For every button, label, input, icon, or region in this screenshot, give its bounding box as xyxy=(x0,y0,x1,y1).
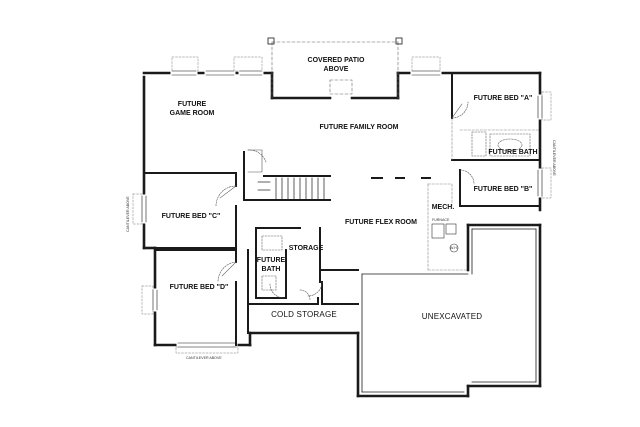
mech-label: MECH. xyxy=(431,204,455,211)
game-room-line-2: GAME ROOM xyxy=(169,110,215,117)
cold-storage-label: COLD STORAGE xyxy=(271,310,337,319)
unexcavated-outline xyxy=(361,228,537,393)
cantilever-bottom-note: CANTILEVER ABOVE xyxy=(186,356,222,360)
bath-small-line-2: BATH xyxy=(261,266,281,273)
bath-fixtures-right xyxy=(471,131,531,157)
covered-patio-line-1: COVERED PATIO xyxy=(307,57,365,64)
future-partitions xyxy=(427,117,541,271)
bed-a-label: FUTURE BED "A" xyxy=(473,95,533,102)
bed-d-label: FUTURE BED "D" xyxy=(169,284,229,291)
game-room-label: FUTURE GAME ROOM xyxy=(164,100,220,118)
game-room-line-1: FUTURE xyxy=(177,101,207,108)
family-room-label: FUTURE FAMILY ROOM xyxy=(319,124,399,131)
bed-b-label: FUTURE BED "B" xyxy=(473,186,533,193)
stair-treads xyxy=(257,177,325,200)
covered-patio-label: COVERED PATIO ABOVE xyxy=(300,56,372,74)
bath-fixtures-left xyxy=(261,235,283,291)
mech-equipment xyxy=(431,223,459,253)
window-wells xyxy=(132,56,552,354)
storage-label: STORAGE xyxy=(288,245,324,252)
water-heater-note: W.H. xyxy=(450,246,458,250)
bath-small-line-1: FUTURE xyxy=(256,257,286,264)
exterior-walls xyxy=(142,71,542,398)
windows xyxy=(142,71,542,347)
flex-room-label: FUTURE FLEX ROOM xyxy=(345,219,417,226)
cantilever-left-note: CANTILEVER ABOVE xyxy=(126,196,130,232)
furnace-note: FURNACE xyxy=(432,218,450,222)
interior-walls xyxy=(143,72,541,346)
covered-patio-outline xyxy=(271,41,399,99)
bath-small-label: FUTURE BATH xyxy=(256,256,286,274)
cantilever-right-note: CANTILEVER ABOVE xyxy=(552,140,556,176)
door-swings xyxy=(215,101,475,301)
covered-patio-line-2: ABOVE xyxy=(323,66,349,73)
bath-right-label: FUTURE BATH xyxy=(488,149,538,156)
unexcavated-label: UNEXCAVATED xyxy=(421,312,483,321)
bed-c-label: FUTURE BED "C" xyxy=(161,213,221,220)
